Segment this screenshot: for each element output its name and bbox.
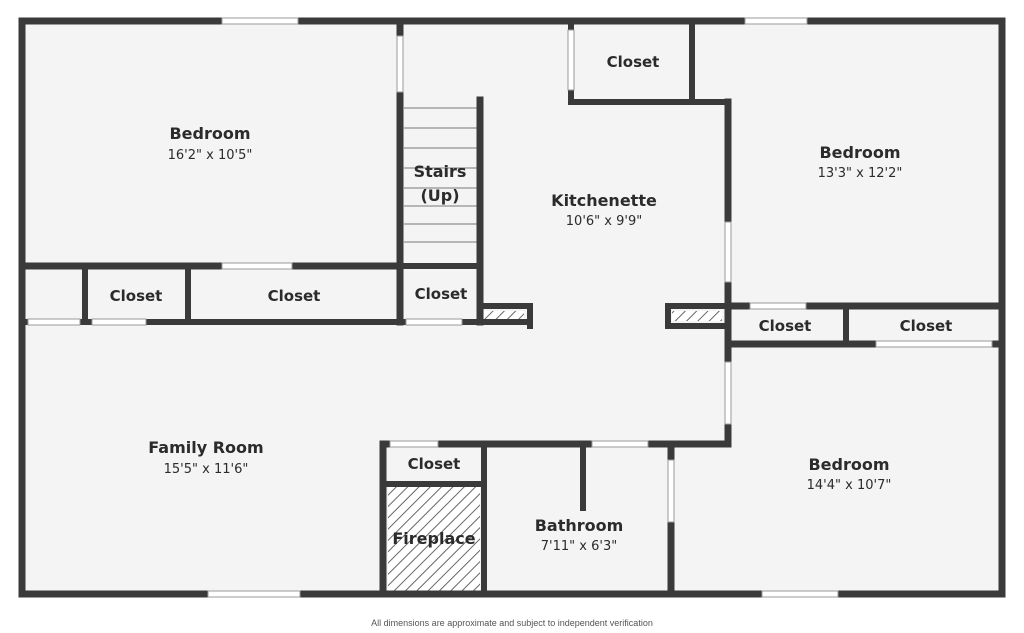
kitchenette-dim: 10'6" x 9'9" — [566, 214, 642, 229]
bedroom-top-left-name: Bedroom — [169, 124, 250, 143]
closet-top-label: Closet — [607, 53, 660, 71]
bedroom-top-left-dim: 16'2" x 10'5" — [168, 148, 253, 163]
bedroom-bottom-right-dim: 14'4" x 10'7" — [807, 478, 892, 493]
bedroom-top-right-name: Bedroom — [819, 143, 900, 162]
fireplace-hatch — [388, 485, 480, 591]
closet-left-small-label: Closet — [110, 287, 163, 305]
closet-stairs-label: Closet — [415, 285, 468, 303]
bedroom-bottom-right-name: Bedroom — [808, 455, 889, 474]
fireplace-label: Fireplace — [392, 529, 475, 548]
closet-fireplace-label: Closet — [408, 455, 461, 473]
closet-right-a-label: Closet — [759, 317, 812, 335]
stair-treads — [404, 107, 478, 243]
kitchenette-name: Kitchenette — [551, 191, 657, 210]
bathroom-dim: 7'11" x 6'3" — [541, 539, 617, 554]
hearth-right — [672, 311, 722, 321]
stairs-label: Stairs — [414, 162, 467, 181]
stairs-direction: (Up) — [420, 186, 459, 205]
family-room-dim: 15'5" x 11'6" — [164, 462, 249, 477]
hearth-left — [484, 311, 524, 321]
closet-right-b-label: Closet — [900, 317, 953, 335]
closet-left-wide-label: Closet — [268, 287, 321, 305]
bathroom-name: Bathroom — [535, 516, 624, 535]
family-room-name: Family Room — [148, 438, 263, 457]
disclaimer-text: All dimensions are approximate and subje… — [371, 618, 653, 628]
bedroom-top-right-dim: 13'3" x 12'2" — [818, 166, 903, 181]
windows — [27, 17, 993, 598]
